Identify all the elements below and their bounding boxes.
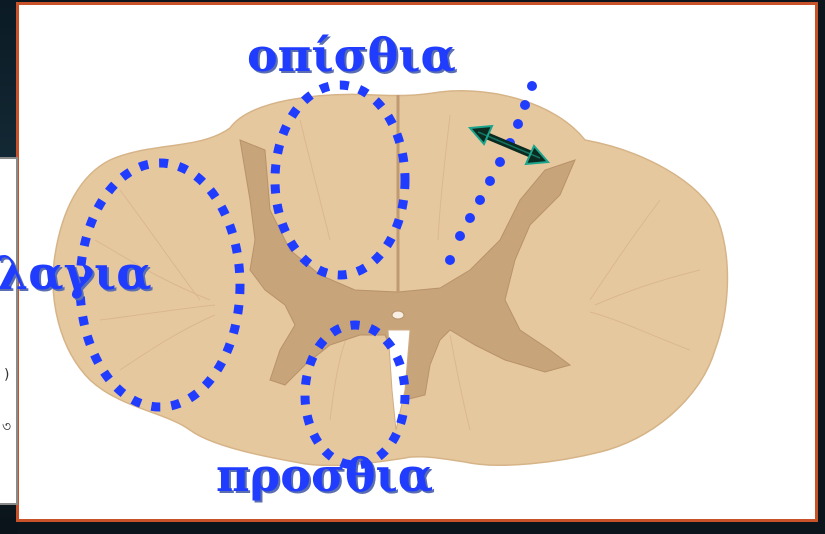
anterior-label: προσθια	[216, 452, 433, 498]
central-canal	[392, 311, 404, 319]
posterior-label: οπίσθια	[247, 32, 456, 78]
lateral-label: λαγια	[0, 250, 152, 296]
